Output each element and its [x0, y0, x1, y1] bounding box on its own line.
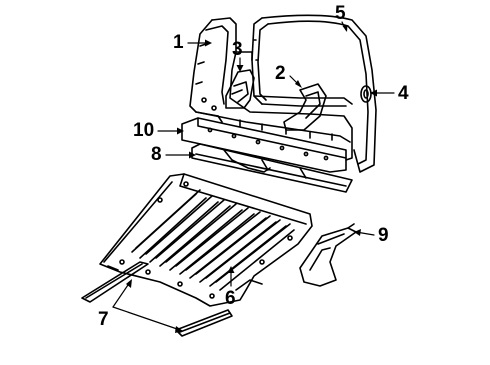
callout-6: 6	[225, 288, 236, 309]
callout-5: 5	[335, 3, 346, 24]
rear-gusset	[299, 223, 357, 287]
front-crossmember	[181, 117, 347, 173]
floor-pan	[99, 173, 313, 307]
corner-bracket-right	[283, 83, 327, 131]
rear-panel	[189, 17, 353, 161]
leader-arrowheads	[126, 25, 377, 333]
leader-lines	[112, 21, 395, 331]
callout-9: 9	[378, 225, 389, 246]
callout-3: 3	[232, 39, 243, 60]
back-window-frame	[251, 14, 377, 173]
callout-7: 7	[98, 309, 109, 330]
callout-2: 2	[275, 63, 286, 84]
grommet	[360, 85, 372, 103]
floor-support-strips	[81, 261, 233, 337]
callout-8: 8	[151, 144, 162, 165]
callout-1: 1	[173, 32, 184, 53]
corner-bracket-left	[225, 69, 255, 109]
callout-10: 10	[133, 120, 155, 141]
callout-4: 4	[398, 83, 409, 104]
